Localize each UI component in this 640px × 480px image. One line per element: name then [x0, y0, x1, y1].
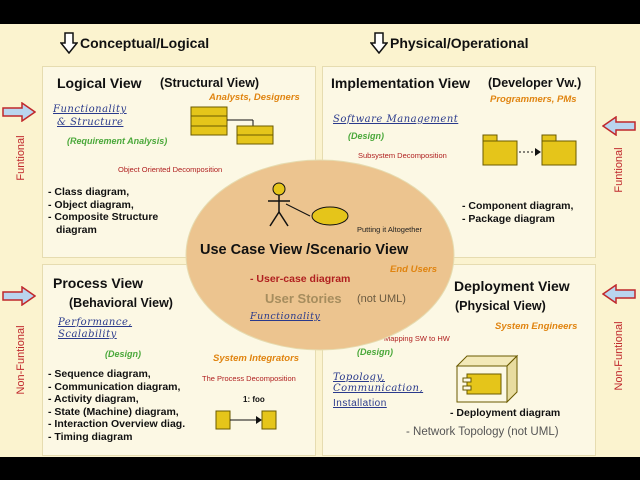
- sequence-message-label: 1: foo: [243, 395, 265, 404]
- implementation-link: Software Management: [333, 114, 459, 125]
- implementation-diagram-list: - Component diagram, - Package diagram: [462, 200, 573, 225]
- logical-note: (Requirement Analysis): [67, 136, 168, 146]
- list-item: - Sequence diagram,: [48, 368, 151, 380]
- left-arrow-icon: [602, 284, 636, 304]
- non-functional-label-right: Non-Funtional: [613, 321, 625, 391]
- implementation-view-title: Implementation View: [331, 75, 470, 91]
- left-arrow-icon: [602, 116, 636, 136]
- process-note: (Design): [105, 349, 141, 359]
- list-item: - Component diagram,: [462, 200, 574, 212]
- deployment-node-icon: [455, 354, 519, 404]
- logical-link-structure: & Structure: [57, 117, 124, 128]
- down-arrow-icon: [60, 32, 78, 54]
- use-case-ellipse: [185, 159, 455, 351]
- implementation-note: (Design): [348, 131, 384, 141]
- logical-link-functionality: Functionality: [53, 104, 127, 115]
- down-arrow-icon: [370, 32, 388, 54]
- functional-label-left: Funtional: [15, 135, 27, 181]
- implementation-roles: Programmers, PMs: [490, 94, 577, 105]
- deployment-roles: System Engineers: [495, 321, 578, 332]
- putting-together-label: Putting it Altogether: [357, 225, 423, 234]
- deployment-view-subtitle: (Physical View): [455, 299, 546, 313]
- use-case-view-title: Use Case View /Scenario View: [200, 242, 409, 258]
- deployment-view-title: Deployment View: [454, 278, 570, 294]
- process-roles: System Integrators: [213, 353, 300, 364]
- logical-roles: Analysts, Designers: [209, 92, 300, 103]
- center-functionality-link: Functionality: [250, 311, 321, 322]
- list-item: - Class diagram,: [48, 186, 130, 198]
- list-item: - Interaction Overview diag.: [48, 418, 186, 430]
- implementation-decomposition: Subsystem Decomposition: [358, 151, 447, 160]
- process-link-performance: Performance,: [58, 317, 133, 328]
- list-item: - Package diagram: [462, 212, 555, 225]
- use-case-diagram-item: - User-case diagram: [250, 273, 351, 285]
- deployment-diagram-list: - Deployment diagram: [450, 407, 560, 420]
- diagram-canvas: Conceptual/Logical Physical/Operational …: [0, 24, 640, 457]
- process-view-title: Process View: [53, 275, 144, 291]
- list-item: - Deployment diagram: [450, 407, 561, 419]
- non-functional-label-left: Non-Funtional: [15, 325, 27, 395]
- logical-decomposition: Object Oriented Decomposition: [118, 165, 223, 174]
- class-diagram-icon: [190, 106, 274, 145]
- list-item: - Communication diagram,: [48, 380, 181, 393]
- right-arrow-icon: [2, 286, 36, 306]
- implementation-view-subtitle: (Developer Vw.): [488, 76, 582, 90]
- user-stories-label: User Stories: [265, 291, 342, 306]
- logical-view-subtitle: (Structural View): [160, 76, 260, 90]
- list-item: - Composite Structure: [48, 211, 159, 223]
- actor-use-case-icon: [268, 182, 349, 227]
- deployment-link-communication: Communication,: [333, 383, 424, 394]
- right-arrow-icon: [2, 102, 36, 122]
- list-item: - State (Machine) diagram,: [48, 405, 179, 418]
- process-decomposition: The Process Decomposition: [202, 374, 296, 383]
- sequence-diagram-icon: [215, 410, 277, 430]
- end-users-label: End Users: [390, 264, 437, 275]
- process-view-subtitle: (Behavioral View): [69, 296, 173, 310]
- process-link-scalability: Scalability: [58, 329, 117, 340]
- package-diagram-icon: [482, 134, 577, 166]
- deployment-note: (Design): [357, 347, 393, 357]
- list-item: - Object diagram,: [48, 198, 134, 211]
- deployment-link-topology: Topology,: [333, 372, 385, 383]
- network-topology-note: - Network Topology (not UML): [406, 426, 559, 438]
- list-item: - Timing diagram: [48, 430, 133, 443]
- physical-header: Physical/Operational: [390, 35, 529, 51]
- deployment-link-installation: Installation: [333, 398, 387, 409]
- deployment-mapping: Mapping SW to HW: [384, 334, 450, 343]
- not-uml-label: (not UML): [357, 293, 406, 305]
- conceptual-header: Conceptual/Logical: [80, 35, 210, 51]
- logical-diagram-list: - Class diagram, - Object diagram, - Com…: [48, 186, 158, 236]
- process-diagram-list: - Sequence diagram, - Communication diag…: [48, 368, 185, 443]
- list-item: diagram: [56, 223, 97, 236]
- functional-label-right: Funtional: [613, 147, 625, 193]
- logical-view-title: Logical View: [57, 75, 142, 91]
- list-item: - Activity diagram,: [48, 393, 139, 405]
